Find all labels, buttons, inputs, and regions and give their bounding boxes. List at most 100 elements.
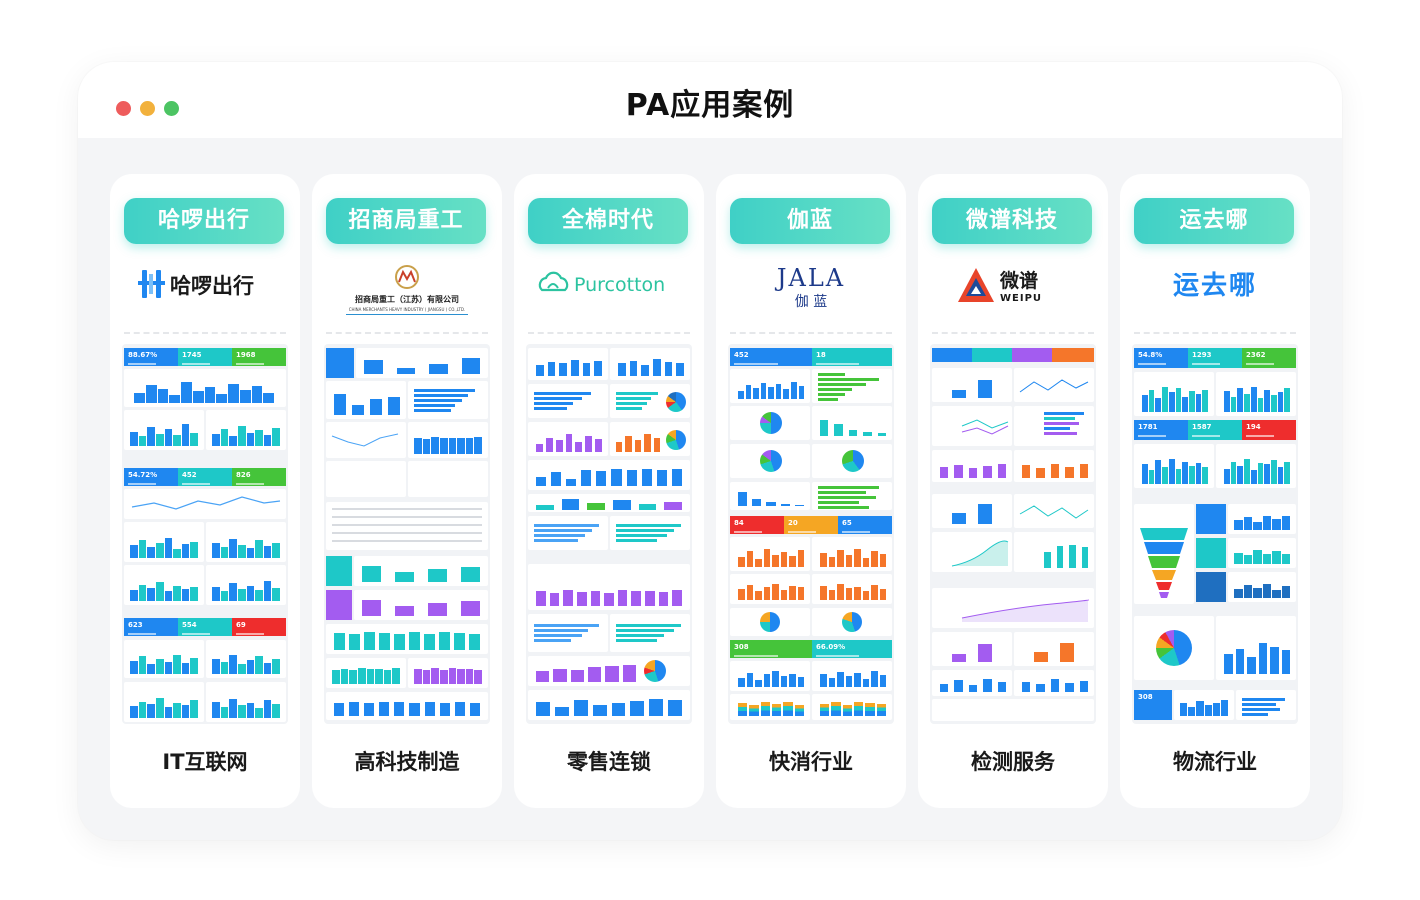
bar-chart xyxy=(334,630,480,650)
line-chart xyxy=(1019,379,1089,393)
table-row xyxy=(332,516,482,518)
case-card-yunquna[interactable]: 运去哪 运去哪 54.8% 1293 2362 1781 1587 194 xyxy=(1120,174,1310,808)
case-card-weipu[interactable]: 微谱科技 微谱 WEIPU xyxy=(918,174,1108,808)
chart-panel xyxy=(1216,444,1296,488)
chart-panel xyxy=(812,406,892,440)
chart-panel xyxy=(326,624,488,654)
chart-panel xyxy=(528,656,690,686)
bar-chart xyxy=(536,698,682,716)
chart-panel xyxy=(610,516,690,550)
kpi-tile xyxy=(1052,348,1094,362)
app-window: PA应用案例 哈啰出行 哈啰出行 88.67% 1745 xyxy=(78,62,1342,840)
bar-chart xyxy=(334,700,480,716)
chart-panel xyxy=(354,556,488,586)
chart-panel xyxy=(528,614,608,652)
chart-panel xyxy=(812,661,892,691)
chart-panel xyxy=(730,694,810,720)
kpi-tile: 84 xyxy=(730,516,784,534)
chart-panel xyxy=(1014,670,1094,696)
chart-panel xyxy=(528,564,690,610)
industry-label: IT互联网 xyxy=(162,750,248,774)
chart-panel xyxy=(932,450,1012,482)
line-chart xyxy=(961,419,1009,435)
chart-panel xyxy=(812,482,892,510)
bar-chart xyxy=(536,664,636,682)
close-dot[interactable] xyxy=(116,101,131,116)
chart-panel xyxy=(812,537,892,571)
chart-panel xyxy=(1228,538,1296,568)
logo-text: 微谱 xyxy=(999,269,1038,292)
dashboard-thumbnail: 88.67% 1745 1968 xyxy=(122,344,288,724)
chart-panel xyxy=(1228,572,1296,602)
bar-chart xyxy=(130,536,198,558)
horizontal-bar-chart xyxy=(1044,412,1088,435)
bar-chart xyxy=(1234,582,1290,598)
line-chart-panel xyxy=(1014,368,1094,402)
chart-panel xyxy=(730,661,810,691)
kpi-tile: 66.09% xyxy=(812,640,892,658)
chart-panel xyxy=(610,384,690,418)
bar-chart xyxy=(536,498,683,510)
kpi-tile: 18 xyxy=(812,348,892,366)
industry-label: 零售连锁 xyxy=(567,750,651,774)
chart-panel xyxy=(528,690,690,720)
case-card-purcotton[interactable]: 全棉时代 Purcotton xyxy=(514,174,704,808)
pie-chart xyxy=(842,450,864,472)
line-chart xyxy=(1019,505,1089,519)
kpi-tile xyxy=(1196,504,1226,534)
area-chart-panel xyxy=(932,532,1012,572)
kpi-tile xyxy=(326,348,354,378)
bar-chart xyxy=(738,582,804,600)
company-button-weipu[interactable]: 微谱科技 xyxy=(932,198,1092,244)
bar-chart xyxy=(212,652,280,674)
industry-label: 高科技制造 xyxy=(354,750,460,774)
case-card-cmhi[interactable]: 招商局重工 招商局重工（江苏）有限公司 CHINA MERCHANTS HEAV… xyxy=(312,174,502,808)
chart-panel xyxy=(610,614,690,652)
bar-chart xyxy=(362,562,480,582)
chart-panel xyxy=(206,565,286,605)
zoom-dot[interactable] xyxy=(164,101,179,116)
company-button-cmhi[interactable]: 招商局重工 xyxy=(326,198,486,244)
horizontal-bar-chart xyxy=(534,392,594,410)
chart-panel xyxy=(730,608,810,636)
kpi-tile: 554 xyxy=(178,618,232,636)
table-row xyxy=(332,508,482,510)
bar-chart xyxy=(414,434,482,454)
chart-panel xyxy=(124,410,204,450)
horizontal-bar-chart xyxy=(534,524,602,542)
chart-panel xyxy=(1014,632,1094,666)
chart-panel xyxy=(730,444,810,478)
divider xyxy=(932,332,1094,334)
chart-panel xyxy=(932,494,1012,528)
kpi-tile: 1293 xyxy=(1188,348,1242,368)
case-card-jala[interactable]: 伽蓝 JALA 伽 蓝 452 18 xyxy=(716,174,906,808)
kpi-tile: 20 xyxy=(784,516,838,534)
kpi-tile xyxy=(972,348,1012,362)
chart-panel xyxy=(326,381,406,419)
company-logo-jala: JALA 伽 蓝 xyxy=(716,264,906,314)
kpi-tile: 308 xyxy=(730,640,812,658)
chart-panel xyxy=(124,522,204,562)
stacked-bar-chart xyxy=(738,700,804,716)
company-button-yunquna[interactable]: 运去哪 xyxy=(1134,198,1294,244)
company-button-jala[interactable]: 伽蓝 xyxy=(730,198,890,244)
bar-chart xyxy=(414,666,482,684)
bar-chart xyxy=(616,432,661,452)
company-button-purcotton[interactable]: 全棉时代 xyxy=(528,198,688,244)
chart-panel xyxy=(1216,372,1296,416)
dashboard-thumbnail: 452 18 xyxy=(728,344,894,724)
company-logo-cmhi: 招商局重工（江苏）有限公司 CHINA MERCHANTS HEAVY INDU… xyxy=(312,264,502,315)
bar-chart xyxy=(130,652,198,674)
case-card-hellobike[interactable]: 哈啰出行 哈啰出行 88.67% 1745 1968 xyxy=(110,174,300,808)
kpi-tile xyxy=(1196,538,1226,568)
chart-panel xyxy=(812,694,892,720)
minimize-dot[interactable] xyxy=(140,101,155,116)
kpi-tile: 308 xyxy=(1134,690,1172,720)
chart-panel xyxy=(932,632,1012,666)
bar-chart xyxy=(820,669,886,687)
horizontal-bar-chart xyxy=(818,486,886,509)
chart-panel xyxy=(206,522,286,562)
company-button-hellobike[interactable]: 哈啰出行 xyxy=(124,198,284,244)
funnel-panel xyxy=(1134,504,1194,604)
chart-panel xyxy=(528,348,608,380)
